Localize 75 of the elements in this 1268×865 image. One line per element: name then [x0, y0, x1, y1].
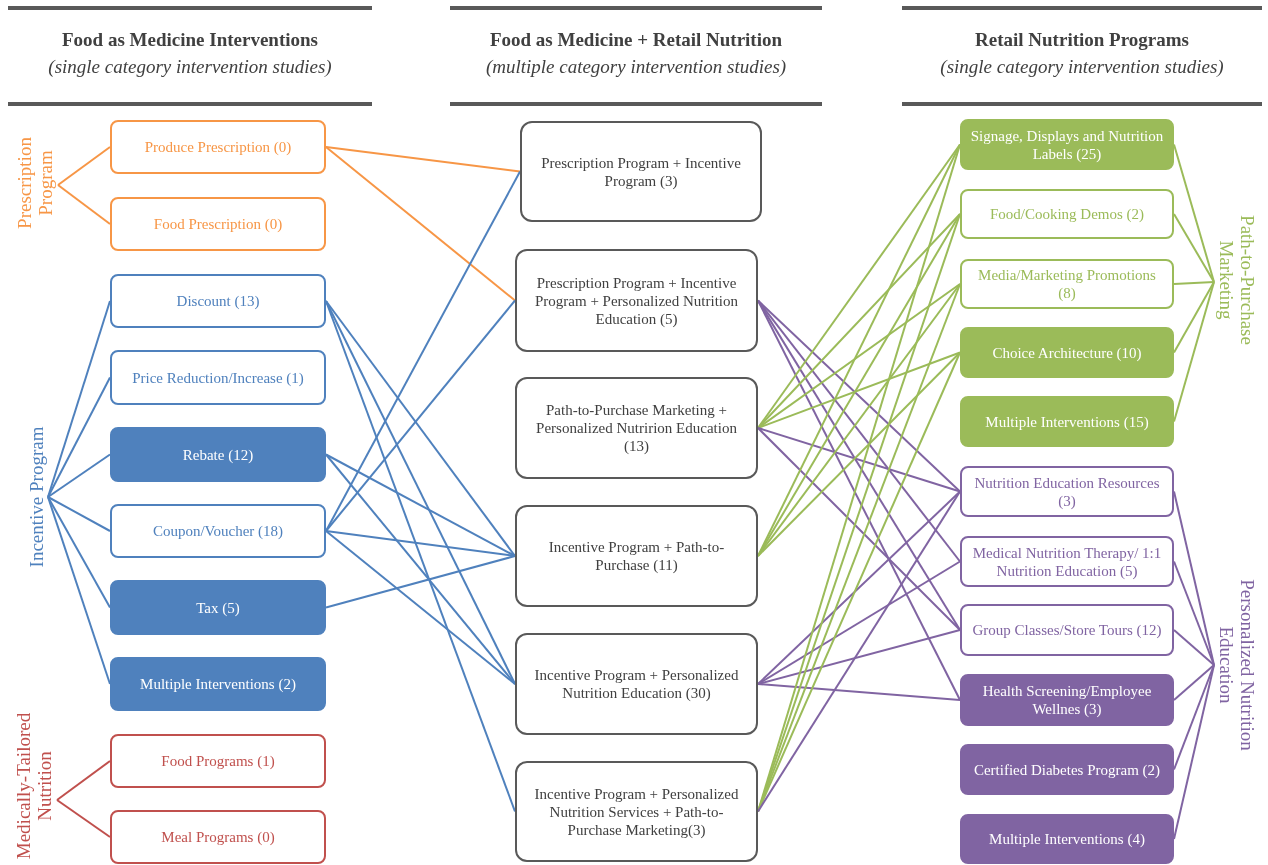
intervention-box: Health Screening/Employee Wellnes (3)	[960, 674, 1174, 726]
connector-line	[1173, 213, 1215, 283]
connector-line	[1173, 664, 1215, 840]
connector-line	[1173, 629, 1215, 666]
connector-line	[57, 146, 111, 186]
intervention-box: Produce Prescription (0)	[110, 120, 326, 174]
connector-line	[325, 146, 521, 173]
connector-line	[757, 351, 961, 557]
connector-line	[757, 427, 961, 493]
group-label: Incentive Program	[25, 397, 47, 597]
combination-box: Prescription Program + Incentive Program + Personalized Nutrition Education (5)	[515, 249, 758, 352]
combination-box: Incentive Program + Path-to-Purchase (11)	[515, 505, 758, 607]
column-subtitle: (multiple category intervention studies)	[484, 57, 788, 76]
connector-line	[1173, 281, 1215, 285]
column-title: Retail Nutrition Programs	[974, 30, 1190, 49]
column-title: Food as Medicine Interventions	[61, 30, 319, 49]
intervention-box: Medical Nutrition Therapy/ 1:1 Nutrition Education (5)	[960, 536, 1174, 587]
connector-line	[757, 490, 961, 685]
intervention-box: Food Prescription (0)	[110, 197, 326, 251]
column-subtitle: (single category intervention studies)	[939, 57, 1225, 76]
connector-line	[47, 376, 111, 498]
connector-line	[325, 146, 516, 302]
connector-line	[47, 496, 111, 685]
intervention-box: Food Programs (1)	[110, 734, 326, 788]
connector-line	[757, 629, 961, 685]
column-title: Food as Medicine + Retail Nutrition	[488, 30, 784, 49]
intervention-box: Nutrition Education Resources (3)	[960, 466, 1174, 517]
connector-line	[1173, 143, 1215, 283]
connector-line	[325, 453, 516, 557]
connector-line	[757, 427, 961, 631]
connector-line	[47, 453, 111, 498]
intervention-box: Certified Diabetes Program (2)	[960, 744, 1174, 795]
connector-line	[1173, 664, 1215, 771]
combination-box: Prescription Program + Incentive Program (3)	[520, 121, 762, 222]
connector-line	[47, 300, 111, 498]
connector-line	[47, 496, 111, 609]
group-label: Prescription Program	[14, 118, 56, 248]
combination-box: Incentive Program + Personalized Nutrition Services + Path-to-Purchase Marketing(3)	[515, 761, 758, 862]
connector-line	[1173, 281, 1215, 423]
connector-line	[325, 300, 516, 813]
connector-line	[56, 799, 111, 838]
connector-line	[1173, 281, 1215, 354]
connector-line	[56, 760, 111, 801]
connector-line	[757, 351, 961, 429]
intervention-box: Tax (5)	[110, 580, 326, 635]
intervention-box: Multiple Interventions (2)	[110, 657, 326, 711]
connector-line	[757, 299, 961, 701]
connector-line	[47, 496, 111, 532]
intervention-box: Multiple Interventions (15)	[960, 396, 1174, 447]
group-label: Personalized Nutrition Education	[1216, 555, 1258, 775]
intervention-box: Media/Marketing Promotions (8)	[960, 259, 1174, 309]
connector-line	[1173, 490, 1215, 666]
connector-line	[325, 453, 516, 685]
group-label: Path-to-Purchase Marketing	[1216, 200, 1258, 360]
column-subtitle: (single category intervention studies)	[47, 57, 333, 76]
connector-line	[325, 530, 516, 557]
combination-box: Path-to-Purchase Marketing + Personalized Nutririon Education (13)	[515, 377, 758, 479]
intervention-box: Signage, Displays and Nutrition Labels (25)	[960, 119, 1174, 170]
intervention-box: Meal Programs (0)	[110, 810, 326, 864]
connector-line	[1173, 664, 1215, 701]
combination-box: Incentive Program + Personalized Nutrition Education (30)	[515, 633, 758, 735]
connector-line	[1173, 560, 1215, 666]
intervention-box: Food/Cooking Demos (2)	[960, 189, 1174, 239]
intervention-box: Group Classes/Store Tours (12)	[960, 604, 1174, 656]
connector-line	[757, 683, 961, 701]
intervention-box: Discount (13)	[110, 274, 326, 328]
intervention-box: Multiple Interventions (4)	[960, 814, 1174, 864]
intervention-box: Choice Architecture (10)	[960, 327, 1174, 378]
connector-line	[57, 184, 111, 225]
intervention-box: Price Reduction/Increase (1)	[110, 350, 326, 405]
group-label: Medically-Tailored Nutrition	[13, 707, 55, 865]
intervention-box: Rebate (12)	[110, 427, 326, 482]
connector-line	[325, 530, 516, 685]
intervention-box: Coupon/Voucher (18)	[110, 504, 326, 558]
connector-line	[325, 555, 516, 609]
